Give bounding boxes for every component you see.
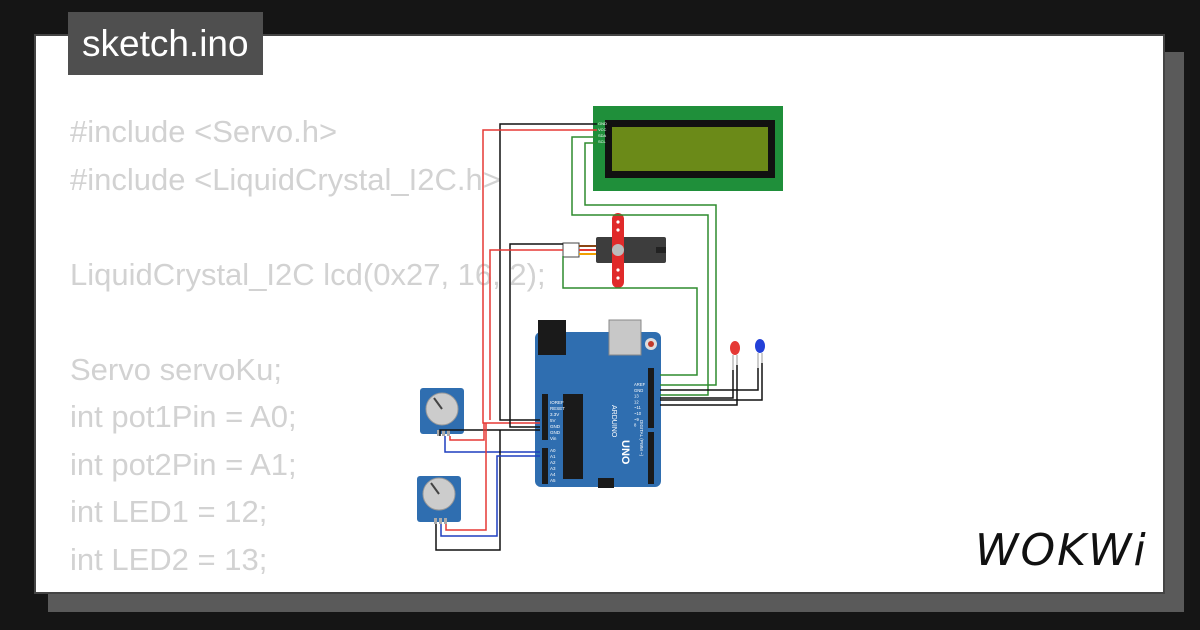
board-name-label: UNO xyxy=(619,440,631,465)
wires xyxy=(435,123,763,551)
lcd-pin-label: VCC xyxy=(598,127,607,132)
sketch-title: sketch.ino xyxy=(68,12,263,75)
power-pin-label: Vin xyxy=(550,436,557,441)
power-pin-label: IOREF xyxy=(550,400,564,405)
digital-pin-label: ~10 xyxy=(634,411,642,416)
lcd-pin-label: SCL xyxy=(598,139,607,144)
led-red[interactable] xyxy=(730,341,740,370)
power-pin-label: 5V xyxy=(550,418,556,423)
digital-pin-label: 12 xyxy=(634,399,639,404)
board-vendor-label: ARDUINO xyxy=(610,405,617,438)
code-line: int pot1Pin = A0; xyxy=(70,399,297,434)
code-line: int pot2Pin = A1; xyxy=(70,446,297,482)
potentiometer-1[interactable] xyxy=(420,388,464,436)
lcd-pin-label: GND xyxy=(598,121,607,126)
digital-pin-label: 13 xyxy=(634,394,639,399)
power-pin-label: GND xyxy=(550,430,561,435)
digital-pin-label: GND xyxy=(634,388,643,393)
code-line: #include <Servo.h> xyxy=(70,114,338,149)
analog-pin-label: A5 xyxy=(550,478,556,483)
code-line: Servo servoKu; xyxy=(70,351,282,387)
power-pin-label: GND xyxy=(550,424,561,429)
lcd-pin-label: SDA xyxy=(598,133,607,138)
power-pin-label: 3.3V xyxy=(550,412,559,417)
digital-pin-label: 8 xyxy=(634,423,637,428)
analog-pin-label: A3 xyxy=(550,466,556,471)
code-line: int LED2 = 13; xyxy=(70,541,268,577)
code-line: int servoPin = 9; xyxy=(70,589,293,592)
board-digital-label: DIGITAL (PWM ~) xyxy=(639,420,644,457)
digital-pin-label: ~11 xyxy=(634,405,641,410)
code-line: #include <LiquidCrystal_I2C.h> xyxy=(70,161,501,197)
code-line: int LED1 = 12; xyxy=(70,494,268,529)
code-preview: #include <Servo.h> #include <LiquidCryst… xyxy=(70,108,546,592)
power-pin-label: RESET xyxy=(550,406,565,411)
analog-pin-label: A2 xyxy=(550,460,556,465)
digital-pin-label: ~9 xyxy=(634,417,639,422)
wokwi-logo: WOKWi xyxy=(975,525,1148,576)
analog-pin-label: A1 xyxy=(550,454,556,459)
arduino-uno-board[interactable]: ARDUINO UNO DIGITAL (PWM ~) IOREFRESET3.… xyxy=(535,319,661,488)
code-line: LiquidCrystal_I2C lcd(0x27, 16, 2); xyxy=(70,256,546,292)
potentiometer-2[interactable] xyxy=(417,476,461,524)
digital-pin-label: AREF xyxy=(634,382,646,387)
analog-pin-label: A4 xyxy=(550,472,556,477)
analog-pin-label: A0 xyxy=(550,448,556,453)
servo-motor[interactable] xyxy=(562,213,666,288)
led-blue[interactable] xyxy=(755,339,765,368)
